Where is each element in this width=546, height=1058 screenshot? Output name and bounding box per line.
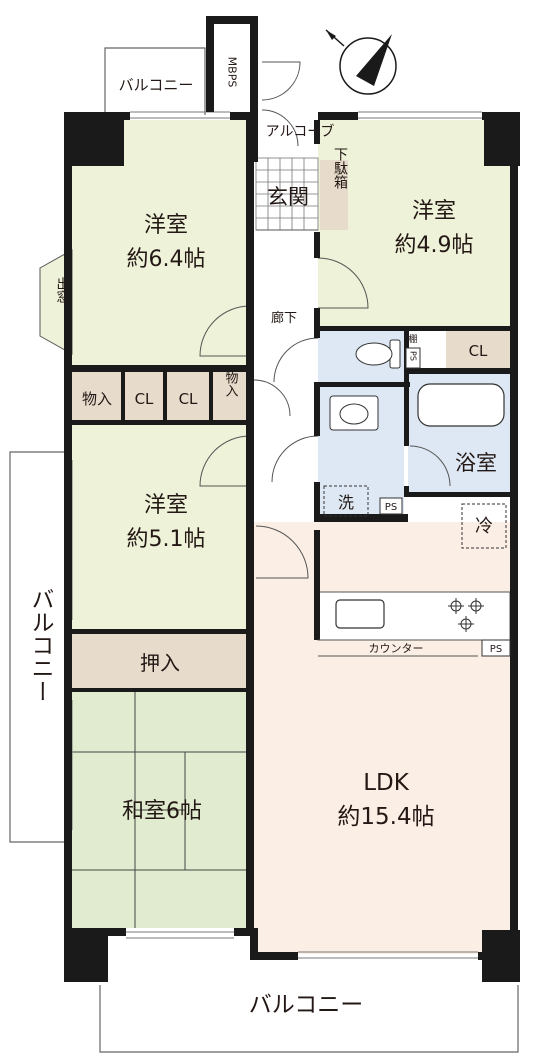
balcony-top-label: バルコニー: [119, 76, 194, 94]
compass-icon: [325, 29, 397, 95]
washbasin-icon: [329, 395, 379, 431]
walls: [64, 16, 520, 982]
bath-door-swing: [409, 445, 451, 487]
stove-icon: [448, 598, 484, 632]
ldk-door-swing: [255, 525, 309, 579]
fridge-box: [461, 503, 507, 549]
bay-window-label: 出窓: [54, 277, 70, 303]
balcony-outlines: [9, 47, 519, 1053]
bath-label: 浴室: [455, 451, 497, 475]
room-western-2-name: 洋室: [412, 199, 456, 224]
getabako-label: 下駄箱: [332, 147, 348, 189]
fridge-label: 冷: [475, 516, 493, 537]
ldk-fill: [254, 522, 510, 954]
balcony-left-label: バルコニー: [27, 588, 54, 703]
room-western-3-size: 約5.1帖: [127, 527, 206, 552]
room-western-2-fill: [318, 120, 510, 326]
room2-door-swing: [317, 257, 369, 309]
ldk-size: 約15.4帖: [337, 804, 434, 830]
monoire-1-label: 物入: [82, 390, 112, 408]
cl-3-label: CL: [469, 342, 488, 360]
washer-label: 洗: [338, 493, 354, 512]
room1-door-swing: [199, 305, 251, 357]
monoire-2-label: 物入: [223, 371, 239, 397]
room-western-3-fill: [72, 424, 250, 630]
toilet-door-swing: [273, 337, 319, 383]
washitsu-label: 和室6帖: [122, 799, 202, 824]
bathtub-icon: [417, 383, 505, 427]
alcove-door-swing: [261, 109, 299, 147]
genkan-tiles: [255, 157, 319, 231]
oshiire-label: 押入: [140, 651, 180, 675]
ps-boxes: [379, 347, 511, 657]
room-western-2-size: 約4.9帖: [395, 233, 474, 258]
monoire-door-swing: [253, 379, 291, 417]
closet-dividers: [121, 372, 213, 420]
corridor-label: 廊下: [271, 310, 297, 326]
door-swings: [199, 61, 451, 579]
room-western-1-name: 洋室: [144, 213, 188, 238]
sink-icon: [335, 599, 385, 629]
ps-2-label: PS: [385, 502, 397, 513]
alcove-label: アルコーブ: [266, 123, 335, 140]
room3-door-swing: [199, 435, 251, 487]
toilet-icon: [355, 339, 401, 369]
ldk-name: LDK: [363, 770, 410, 796]
cl-2-label: CL: [179, 390, 198, 408]
room-western-3-name: 洋室: [144, 493, 188, 518]
mbps-label: MBPS: [226, 57, 239, 88]
ps-3-label: PS: [490, 644, 502, 655]
oshiire-fill: [72, 634, 250, 688]
getabako-fill: [320, 160, 348, 230]
room-western-1-size: 約6.4帖: [127, 247, 206, 272]
genkan-label: 玄関: [267, 185, 309, 209]
tatami-lines: [72, 692, 250, 928]
toilet-closet-fill: [446, 330, 510, 368]
cl-1-label: CL: [135, 390, 154, 408]
closet-strip-fill: [72, 372, 250, 420]
balcony-bottom-label: バルコニー: [249, 992, 364, 1018]
wash-door-swing: [271, 435, 319, 483]
ps-1-label: PS: [409, 351, 418, 361]
washer-box: [323, 485, 369, 517]
entry-door-swing: [261, 61, 301, 101]
tana-label: 棚: [408, 333, 417, 345]
counter-label: カウンター: [369, 642, 424, 655]
corridor-lines: [256, 229, 478, 657]
